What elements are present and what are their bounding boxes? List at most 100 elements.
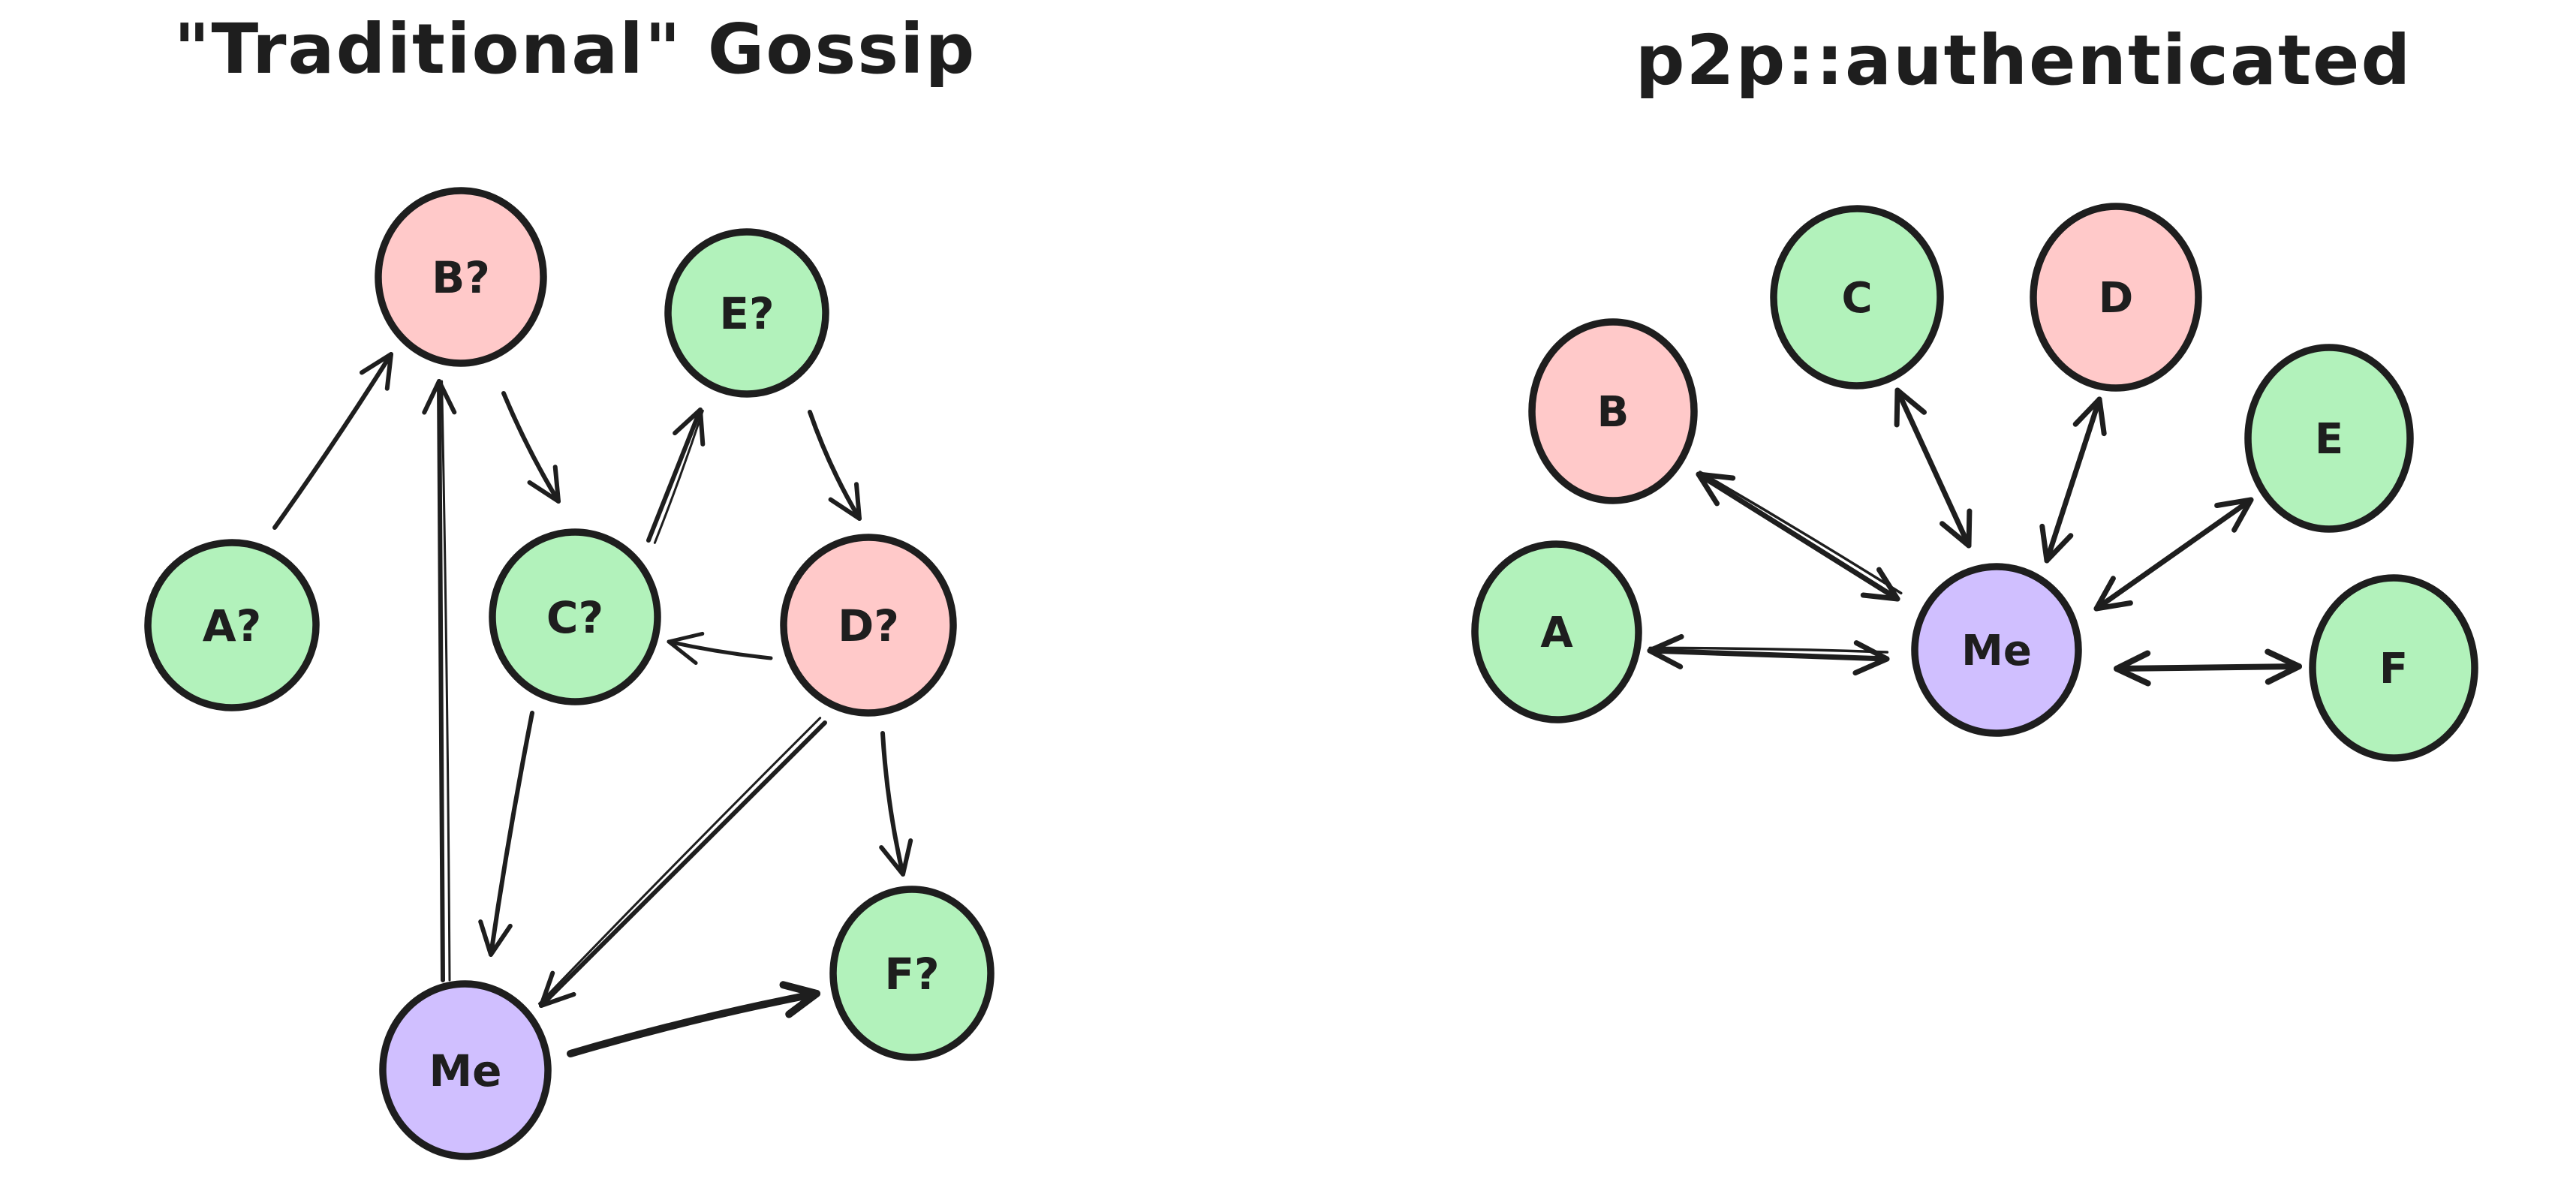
arrowhead-icon xyxy=(360,352,393,391)
arrowhead-icon xyxy=(2265,648,2302,685)
traditional-gossip-node-e-label: E? xyxy=(719,288,774,339)
traditional-gossip-node-c-label: C? xyxy=(546,592,603,643)
p2p-authenticated-node-a-label: A xyxy=(1540,609,1573,657)
arrowhead-icon xyxy=(422,379,457,415)
traditional-gossip-edge-a-b xyxy=(272,352,393,530)
p2p-authenticated-node-a: A xyxy=(1471,540,1642,723)
traditional-gossip-edge-e-d xyxy=(808,410,862,521)
traditional-gossip-edge-c-me xyxy=(478,711,534,957)
arrowhead-icon xyxy=(673,408,706,447)
arrow-shaft-sketch-line xyxy=(441,380,451,982)
p2p-authenticated-node-f: F xyxy=(2309,574,2478,762)
p2p-authenticated-node-c-circle xyxy=(1770,205,1944,389)
p2p-authenticated-edge-me-d xyxy=(2039,396,2107,564)
arrow-shaft xyxy=(667,639,773,660)
arrowhead-icon xyxy=(1860,567,1900,602)
traditional-gossip-node-me-circle xyxy=(379,980,552,1160)
traditional-gossip-node-a-circle xyxy=(144,539,320,711)
arrow-shaft xyxy=(1894,387,1972,549)
traditional-gossip-node-a: A? xyxy=(144,539,320,711)
traditional-gossip-node-f-label: F? xyxy=(884,949,939,1000)
traditional-gossip-edge-me-f xyxy=(567,981,820,1057)
arrowhead-icon xyxy=(1852,640,1890,676)
arrow-shaft xyxy=(2114,663,2302,672)
p2p-authenticated-node-d-circle xyxy=(2030,203,2202,392)
arrowhead-icon xyxy=(1696,471,1736,507)
arrow-shaft xyxy=(808,410,862,521)
arrowhead-icon xyxy=(527,465,561,504)
traditional-gossip-node-e-circle xyxy=(664,228,829,398)
arrowhead-icon xyxy=(2039,523,2074,564)
arrow-shaft xyxy=(646,408,703,543)
p2p-authenticated-edge-me-a xyxy=(1647,633,1890,676)
p2p-authenticated-node-b-label: B xyxy=(1597,388,1630,437)
arrowhead-icon xyxy=(1647,633,1684,669)
arrowhead-icon xyxy=(2093,576,2133,612)
arrow-shaft xyxy=(2093,497,2254,612)
p2p-authenticated-node-f-circle xyxy=(2309,574,2478,762)
arrow-shaft-sketch-line xyxy=(653,409,704,544)
traditional-gossip-edge-c-e xyxy=(646,408,706,544)
p2p-authenticated-node-e-label: E xyxy=(2315,415,2343,464)
traditional-gossip-node-c: C? xyxy=(489,528,661,705)
p2p-authenticated-node-c: C xyxy=(1770,205,1944,389)
traditional-gossip-edge-d-me xyxy=(537,717,827,1008)
arrow-shaft xyxy=(567,990,820,1057)
arrow-shaft xyxy=(501,391,561,504)
traditional-gossip-edge-d-c xyxy=(667,631,773,665)
arrowhead-icon xyxy=(1940,508,1973,549)
traditional-gossip-node-d: D? xyxy=(780,534,957,717)
arrow-shaft xyxy=(880,731,905,877)
p2p-authenticated-node-a-circle xyxy=(1471,540,1642,723)
p2p-authenticated-node-d-label: D xyxy=(2099,274,2133,323)
traditional-gossip-node-d-circle xyxy=(780,534,957,717)
arrow-shaft xyxy=(539,720,827,1008)
arrow-shaft xyxy=(272,352,393,530)
arrow-shaft-sketch-line xyxy=(1699,471,1903,595)
p2p-authenticated-node-me-label: Me xyxy=(1961,627,2032,675)
traditional-gossip-node-f: F? xyxy=(829,886,995,1061)
arrow-shaft-sketch-line xyxy=(537,717,822,1005)
traditional-gossip-node-b-circle xyxy=(375,187,547,367)
arrowhead-icon xyxy=(779,981,820,1018)
traditional-gossip-edge-b-c xyxy=(501,391,561,504)
p2p-authenticated-node-b: B xyxy=(1528,318,1698,504)
arrowhead-icon xyxy=(2114,650,2151,687)
traditional-gossip-title: "Traditional" Gossip xyxy=(174,9,977,89)
arrowhead-icon xyxy=(539,970,576,1008)
arrowhead-icon xyxy=(879,838,913,877)
p2p-authenticated-node-e: E xyxy=(2244,344,2414,533)
arrowhead-icon xyxy=(2072,396,2107,437)
p2p-authenticated-node-f-label: F xyxy=(2379,645,2408,693)
arrow-shaft xyxy=(1696,471,1900,602)
p2p-authenticated-edge-me-e xyxy=(2093,497,2254,612)
p2p-authenticated-node-b-circle xyxy=(1528,318,1698,504)
arrowhead-icon xyxy=(828,482,862,521)
traditional-gossip-node-f-circle xyxy=(829,886,995,1061)
arrow-shaft-sketch-line xyxy=(1648,646,1889,654)
p2p-authenticated-node-me: Me xyxy=(1911,563,2082,737)
p2p-authenticated-node-c-label: C xyxy=(1841,274,1872,323)
p2p-authenticated-node-e-circle xyxy=(2244,344,2414,533)
arrowhead-icon xyxy=(478,919,513,957)
traditional-gossip-node-b-label: B? xyxy=(432,252,490,303)
traditional-gossip-node-a-label: A? xyxy=(203,600,262,651)
p2p-authenticated-node-d: D xyxy=(2030,203,2202,392)
traditional-gossip-node-me: Me xyxy=(379,980,552,1160)
p2p-authenticated-edge-me-b xyxy=(1696,471,1903,602)
arrow-shaft xyxy=(489,711,534,957)
traditional-gossip-edge-me-b xyxy=(422,379,457,982)
traditional-gossip-node-d-label: D? xyxy=(838,600,899,651)
p2p-authenticated-node-me-circle xyxy=(1911,563,2082,737)
arrow-shaft xyxy=(2044,396,2102,564)
traditional-gossip-node-e: E? xyxy=(664,228,829,398)
traditional-gossip-node-me-label: Me xyxy=(429,1045,501,1096)
arrow-shaft xyxy=(1647,648,1890,662)
arrow-shaft xyxy=(437,379,445,982)
arrowhead-icon xyxy=(2214,497,2254,533)
arrowhead-icon xyxy=(667,631,705,665)
p2p-authenticated-title: p2p::authenticated xyxy=(1636,20,2412,101)
traditional-gossip-edge-d-f xyxy=(879,731,913,877)
